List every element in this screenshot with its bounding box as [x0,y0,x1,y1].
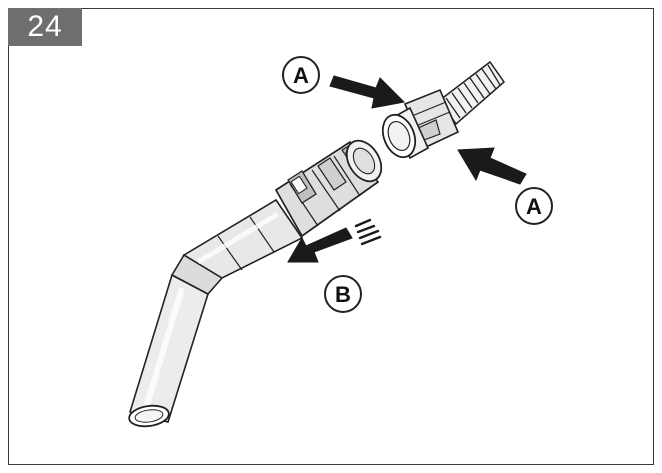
pull-arrow-icon [287,218,382,263]
callout-b: B [324,275,362,313]
press-arrow-top-icon [329,75,406,109]
handle-with-lock-button [274,139,383,238]
suction-tube [128,198,304,428]
callout-a-top: A [282,56,320,94]
press-arrow-right-icon [457,147,527,185]
callout-a-top-label: A [293,63,309,88]
corrugated-hose [438,60,506,126]
callout-b-label: B [335,282,351,307]
callout-a-right: A [515,187,553,225]
step-number-badge: 24 [8,8,82,46]
callout-a-right-label: A [526,194,542,219]
hose-connector [381,88,460,160]
